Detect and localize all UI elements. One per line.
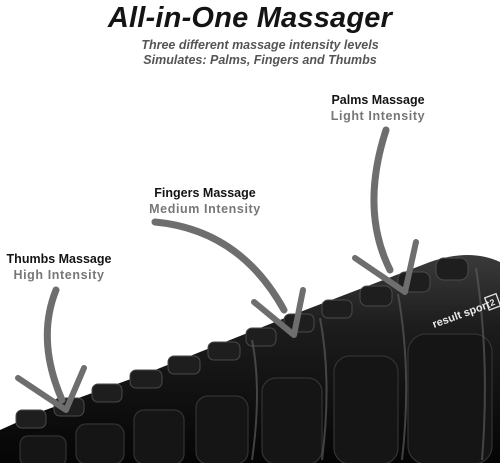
palms-massage-intensity: Light Intensity [330, 109, 426, 123]
palms-arrow [352, 126, 419, 295]
subtitle-line-2: Simulates: Palms, Fingers and Thumbs [143, 53, 377, 67]
thumbs-massage-label: Thumbs Massage High Intensity [0, 252, 118, 282]
page-title: All-in-One Massager [107, 2, 393, 34]
thumbs-massage-name: Thumbs Massage [6, 252, 112, 266]
fingers-massage-intensity: Medium Intensity [149, 202, 261, 216]
fingers-massage-label: Fingers Massage Medium Intensity [140, 186, 270, 216]
foam-roller-body [0, 255, 500, 463]
thumbs-massage-intensity: High Intensity [13, 268, 105, 282]
svg-text:2: 2 [488, 297, 496, 308]
thumbs-arrow [15, 286, 87, 413]
fingers-arrow [151, 218, 306, 338]
subtitle-line-1: Three different massage intensity levels [141, 38, 379, 52]
fingers-massage-name: Fingers Massage [154, 186, 256, 200]
palms-massage-name: Palms Massage [331, 93, 425, 107]
palms-massage-label: Palms Massage Light Intensity [318, 93, 438, 123]
